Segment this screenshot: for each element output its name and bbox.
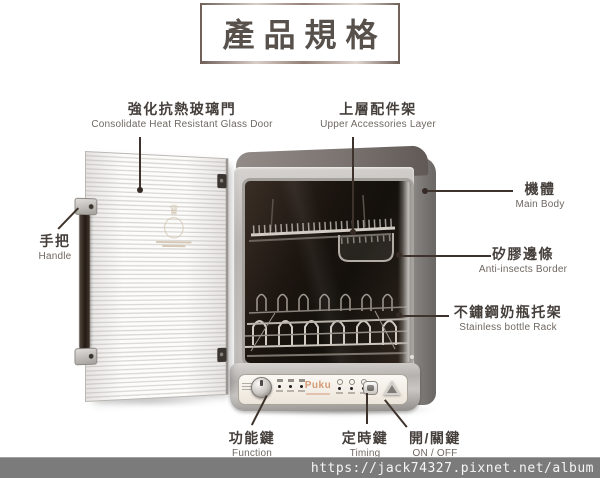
leader-line-bottle-rack <box>402 315 449 317</box>
title-box: 產品規格 <box>202 5 398 61</box>
silicone-door-seal <box>398 181 411 363</box>
led-dot <box>278 385 281 388</box>
led-dot <box>350 387 353 390</box>
callout-silicone-border-en: Anti-insects Border <box>478 264 568 275</box>
callout-glass-door: 強化抗熱玻璃門 Consolidate Heat Resistant Glass… <box>60 100 304 131</box>
led-dot <box>289 385 292 388</box>
leader-dot-main-body <box>422 188 428 194</box>
callout-glass-door-en: Consolidate Heat Resistant Glass Door <box>91 119 273 130</box>
leader-line-glass-door <box>139 137 141 190</box>
timer-indicator <box>335 379 344 394</box>
emblem-badge <box>164 216 184 239</box>
brand-tagline <box>306 393 330 395</box>
door-hinge-bottom <box>217 347 227 363</box>
callout-main-body-en: Main Body <box>515 199 565 210</box>
leader-line-silicone-border <box>402 255 491 257</box>
interior-racks <box>245 194 411 357</box>
callout-power-key: 開/關鍵 ON / OFF <box>392 429 478 460</box>
callout-function-key: 功能鍵 Function <box>209 429 295 460</box>
callout-bottle-rack-zh: 不鏽鋼奶瓶托架 <box>453 304 563 320</box>
callout-timing-key-zh: 定時鍵 <box>341 430 389 446</box>
power-button <box>383 380 401 395</box>
leader-line-upper-rack <box>352 137 354 233</box>
callout-main-body-zh: 機體 <box>524 181 556 197</box>
brand-text: Puku <box>304 380 332 391</box>
timing-button-face <box>367 385 374 391</box>
sterilizer-machine: Puku <box>230 145 436 413</box>
watermark-bar: https://jack74327.pixnet.net/album <box>0 457 600 478</box>
callout-handle-en: Handle <box>38 251 72 262</box>
callout-function-key-en: Function <box>232 448 272 459</box>
bottle-rack <box>245 293 411 357</box>
callout-glass-door-zh: 強化抗熱玻璃門 <box>127 101 237 117</box>
callout-bottle-rack-en: Stainless bottle Rack <box>459 322 557 333</box>
callout-handle: 手把 Handle <box>25 232 85 263</box>
callout-handle-zh: 手把 <box>39 233 71 249</box>
led-caption <box>298 390 305 392</box>
led-caption <box>287 390 294 392</box>
upper-accessories-rack <box>248 194 396 242</box>
leader-dot-glass-door <box>137 187 143 193</box>
clock-icon <box>336 379 343 385</box>
callout-function-key-zh: 功能鍵 <box>228 430 276 446</box>
handle-bracket-bottom <box>74 347 98 366</box>
mode-icon <box>276 379 283 382</box>
callout-power-key-zh: 開/關鍵 <box>409 430 461 446</box>
callout-main-body: 機體 Main Body <box>495 180 585 211</box>
indicator-led <box>297 379 306 392</box>
function-knob <box>251 377 272 398</box>
frame-screw <box>410 355 414 359</box>
watermark-url: https://jack74327.pixnet.net/album <box>310 461 594 476</box>
callout-upper-rack: 上層配件架 Upper Accessories Layer <box>286 100 470 131</box>
brand-logo: Puku <box>303 381 333 395</box>
led-caption <box>348 392 355 394</box>
page-title: 產品規格 <box>222 17 387 53</box>
crown-icon: ♛ <box>168 201 180 218</box>
glass-door: ♛ <box>74 151 229 402</box>
callout-timing-key-en: Timing <box>349 448 381 459</box>
mode-icon <box>287 379 294 382</box>
callout-bottle-rack: 不鏽鋼奶瓶托架 Stainless bottle Rack <box>445 303 571 334</box>
timing-button <box>363 381 378 395</box>
callout-upper-rack-zh: 上層配件架 <box>339 101 417 117</box>
mode-icon <box>298 379 305 382</box>
callout-silicone-border-zh: 矽膠邊條 <box>492 246 554 262</box>
control-panel: Puku <box>238 374 408 405</box>
leader-dot-bottle-rack <box>396 312 402 318</box>
power-button-face <box>387 385 397 393</box>
callout-upper-rack-en: Upper Accessories Layer <box>320 119 436 130</box>
led-caption <box>276 390 283 392</box>
led-dot <box>338 387 341 390</box>
leader-dot-silicone-border <box>396 252 402 258</box>
panel-logo <box>242 383 253 391</box>
callout-power-key-en: ON / OFF <box>412 448 458 459</box>
callout-silicone-border: 矽膠邊條 Anti-insects Border <box>460 245 586 276</box>
led-dot <box>300 385 303 388</box>
leader-line-timing-key <box>366 393 368 424</box>
timer-indicator <box>347 379 356 394</box>
clock-icon <box>348 379 355 385</box>
emblem-text-line <box>156 241 192 244</box>
callout-timing-key: 定時鍵 Timing <box>322 429 408 460</box>
leader-dot-upper-rack <box>350 229 356 235</box>
accessories-basket <box>338 233 394 262</box>
indicator-led <box>275 379 284 392</box>
handle-bracket-top <box>74 197 98 216</box>
title-frame: 產品規格 <box>200 3 400 64</box>
indicator-led <box>286 379 295 392</box>
led-caption <box>336 392 343 394</box>
leader-line-main-body <box>428 190 513 192</box>
door-hinge-top <box>217 173 227 189</box>
door-shadow <box>90 397 215 406</box>
emblem-text-line <box>162 245 186 248</box>
chamber-opening <box>242 178 414 366</box>
brand-emblem: ♛ <box>149 201 198 248</box>
leader-line-handle <box>57 207 79 230</box>
